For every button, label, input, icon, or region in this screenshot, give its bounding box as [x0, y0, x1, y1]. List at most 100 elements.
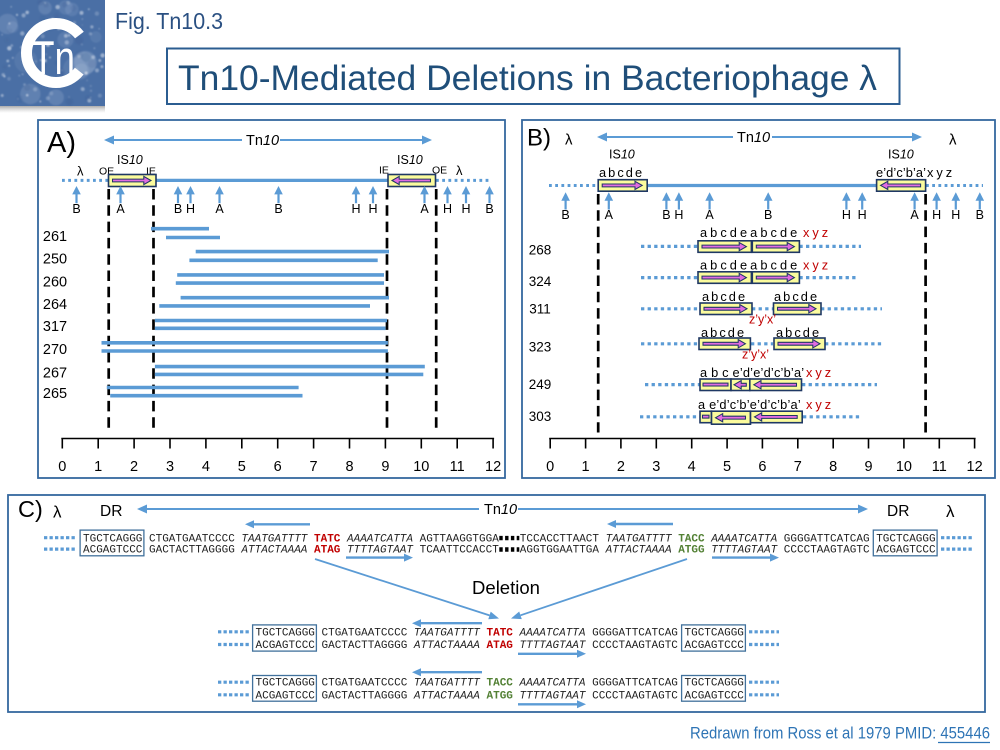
svg-text:9: 9 — [864, 459, 872, 475]
svg-text:0: 0 — [546, 459, 554, 475]
svg-text:H: H — [351, 202, 360, 216]
svg-text:3: 3 — [166, 459, 174, 475]
svg-text:B: B — [662, 208, 670, 222]
svg-text:323: 323 — [529, 340, 552, 355]
svg-text:A: A — [420, 202, 429, 216]
svg-text:H: H — [461, 202, 470, 216]
svg-text:A: A — [605, 208, 614, 222]
svg-text:A: A — [116, 202, 125, 216]
svg-text:10: 10 — [413, 459, 429, 475]
svg-text:10: 10 — [896, 459, 912, 475]
svg-text:B): B) — [527, 125, 551, 152]
svg-text:Tn10: Tn10 — [484, 502, 517, 518]
svg-text:2: 2 — [617, 459, 625, 475]
svg-text:H: H — [443, 202, 452, 216]
svg-text:B: B — [174, 202, 182, 216]
svg-text:303: 303 — [529, 409, 552, 424]
svg-text:270: 270 — [43, 342, 67, 358]
svg-text:H: H — [674, 208, 683, 222]
svg-text:Deletion: Deletion — [472, 577, 540, 598]
svg-text:0: 0 — [58, 459, 66, 475]
svg-text:x y z: x y z — [803, 258, 828, 273]
svg-text:249: 249 — [529, 377, 552, 392]
svg-text:B: B — [72, 202, 80, 216]
svg-text:4: 4 — [688, 459, 696, 475]
svg-text:B: B — [764, 208, 772, 222]
svg-text:IE: IE — [146, 166, 156, 178]
svg-text:a e’d’c’b’e’d’c’b’a’: a e’d’c’b’e’d’c’b’a’ — [698, 397, 801, 412]
svg-text:12: 12 — [967, 459, 983, 475]
svg-text:H: H — [186, 202, 195, 216]
svg-text:3: 3 — [652, 459, 660, 475]
svg-text:a b c d e: a b c d e — [599, 165, 642, 180]
svg-text:8: 8 — [829, 459, 837, 475]
svg-text:6: 6 — [274, 459, 282, 475]
svg-text:324: 324 — [529, 274, 552, 289]
svg-text:a b c d e: a b c d e — [702, 289, 745, 304]
svg-text:Tn: Tn — [32, 31, 75, 84]
svg-text:z’y’x’: z’y’x’ — [749, 313, 776, 327]
svg-text:IS10: IS10 — [609, 148, 635, 162]
svg-text:a b c d e: a b c d e — [776, 325, 819, 340]
svg-text:Fig. Tn10.3: Fig. Tn10.3 — [115, 8, 223, 34]
svg-text:λ: λ — [565, 132, 573, 149]
svg-text:λ: λ — [77, 164, 84, 179]
svg-text:C): C) — [18, 496, 43, 522]
svg-text:Redrawn from Ross et al 1979 P: Redrawn from Ross et al 1979 PMID: 45544… — [690, 724, 990, 743]
svg-text:λ: λ — [949, 132, 957, 149]
svg-text:B: B — [274, 202, 282, 216]
svg-text:x y z: x y z — [806, 365, 831, 380]
svg-text:265: 265 — [43, 386, 67, 402]
svg-text:7: 7 — [794, 459, 802, 475]
svg-text:IS10: IS10 — [117, 153, 143, 167]
svg-text:261: 261 — [43, 229, 67, 245]
svg-text:a b c d e a b c d e: a b c d e a b c d e — [700, 258, 797, 273]
svg-text:2: 2 — [130, 459, 138, 475]
svg-text:264: 264 — [43, 297, 67, 313]
svg-text:A: A — [215, 202, 224, 216]
svg-text:H: H — [858, 208, 867, 222]
svg-text:5: 5 — [238, 459, 246, 475]
svg-text:9: 9 — [381, 459, 389, 475]
svg-text:DR: DR — [100, 503, 122, 520]
svg-text:Tn10: Tn10 — [246, 133, 279, 149]
svg-text:B: B — [976, 208, 984, 222]
svg-text:a b c e’d’e’d’c’b’a’: a b c e’d’e’d’c’b’a’ — [700, 365, 804, 380]
svg-text:OE: OE — [432, 165, 447, 177]
svg-text:Tn10: Tn10 — [737, 130, 770, 146]
svg-text:x y z: x y z — [806, 397, 831, 412]
svg-text:8: 8 — [345, 459, 353, 475]
svg-text:x y z: x y z — [927, 165, 952, 180]
svg-text:1: 1 — [582, 459, 590, 475]
svg-text:H: H — [932, 208, 941, 222]
svg-text:11: 11 — [932, 459, 947, 475]
svg-text:a b c d e a b c d e: a b c d e a b c d e — [700, 225, 797, 240]
svg-text:A: A — [910, 208, 919, 222]
svg-text:317: 317 — [43, 319, 67, 335]
svg-text:1: 1 — [94, 459, 102, 475]
svg-text:4: 4 — [202, 459, 210, 475]
svg-text:H: H — [951, 208, 960, 222]
svg-text:a b c d e: a b c d e — [774, 289, 817, 304]
svg-text:H: H — [842, 208, 851, 222]
svg-text:IE: IE — [379, 165, 389, 177]
svg-text:x y z: x y z — [803, 225, 828, 240]
svg-text:λ: λ — [946, 502, 955, 521]
svg-text:λ: λ — [456, 163, 463, 178]
svg-text:11: 11 — [450, 459, 465, 475]
svg-text:268: 268 — [529, 243, 552, 258]
svg-text:B: B — [485, 202, 493, 216]
svg-text:250: 250 — [43, 252, 67, 268]
svg-text:λ: λ — [53, 503, 62, 522]
svg-text:260: 260 — [43, 275, 67, 291]
svg-text:DR: DR — [887, 503, 909, 520]
svg-text:7: 7 — [310, 459, 318, 475]
svg-text:5: 5 — [723, 459, 731, 475]
svg-text:267: 267 — [43, 366, 67, 382]
